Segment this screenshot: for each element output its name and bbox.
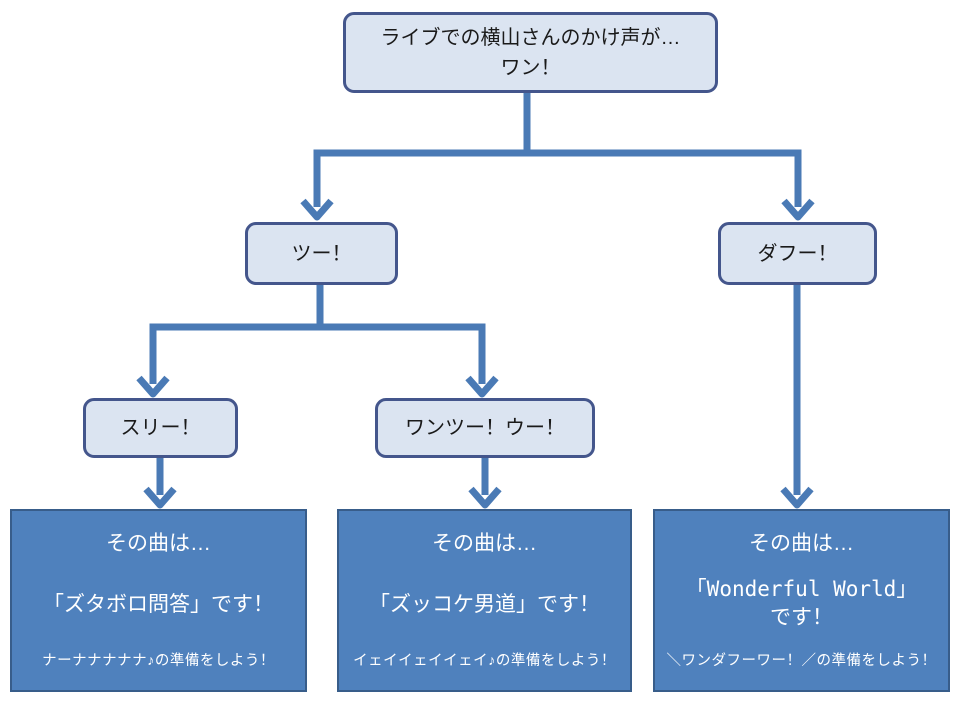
node-root-line2: ワン！ bbox=[500, 56, 561, 79]
result-zutaboro-intro: その曲は… bbox=[106, 532, 211, 555]
result-zukkoke-note: イェイイェイイェイ♪の準備をしよう！ bbox=[353, 653, 616, 669]
result-wonderful-title: 「Wonderful World」 です！ bbox=[686, 575, 918, 632]
node-two-label: ツー！ bbox=[291, 242, 352, 265]
connector-arrow-three-head bbox=[136, 375, 170, 398]
node-root-question: ライブでの横山さんのかけ声が… ワン！ bbox=[343, 12, 718, 93]
connector-arrow-zutaboro-head bbox=[143, 486, 177, 509]
node-onetwo: ワンツー！ウー！ bbox=[375, 398, 595, 458]
connector-arrow-two-head bbox=[300, 198, 334, 221]
node-three: スリー！ bbox=[83, 398, 238, 458]
result-wonderful-title-line2: です！ bbox=[770, 605, 833, 629]
connector-arrow-dafu-head bbox=[781, 198, 815, 221]
node-onetwo-label: ワンツー！ウー！ bbox=[405, 417, 565, 439]
node-root-line1: ライブでの横山さんのかけ声が… bbox=[380, 26, 681, 49]
result-zukkoke: その曲は… 「ズッコケ男道」です！ イェイイェイイェイ♪の準備をしよう！ bbox=[337, 509, 632, 692]
result-wonderful-note: ＼ワンダフーワー！／の準備をしよう！ bbox=[666, 653, 937, 669]
node-dafu: ダフー！ bbox=[718, 222, 877, 285]
result-zutaboro-title: 「ズタボロ問答」です！ bbox=[43, 593, 274, 616]
connector-arrow-onetwo-head bbox=[465, 375, 499, 398]
node-dafu-label: ダフー！ bbox=[757, 242, 838, 265]
connector-arrow-wonderful-head bbox=[780, 486, 814, 509]
result-wonderful-title-line1: 「Wonderful World」 bbox=[685, 576, 918, 601]
result-wonderful: その曲は… 「Wonderful World」 です！ ＼ワンダフーワー！／の準… bbox=[653, 509, 950, 692]
node-two: ツー！ bbox=[245, 222, 398, 285]
result-wonderful-intro: その曲は… bbox=[749, 532, 854, 555]
result-zukkoke-title: 「ズッコケ男道」です！ bbox=[369, 593, 600, 616]
result-zutaboro-note: ナーナナナナナ♪の準備をしよう！ bbox=[42, 653, 275, 669]
result-zukkoke-intro: その曲は… bbox=[432, 532, 537, 555]
connector-arrow-zukkoke-head bbox=[468, 486, 502, 509]
result-zutaboro: その曲は… 「ズタボロ問答」です！ ナーナナナナナ♪の準備をしよう！ bbox=[10, 509, 307, 692]
node-three-label: スリー！ bbox=[120, 417, 201, 439]
